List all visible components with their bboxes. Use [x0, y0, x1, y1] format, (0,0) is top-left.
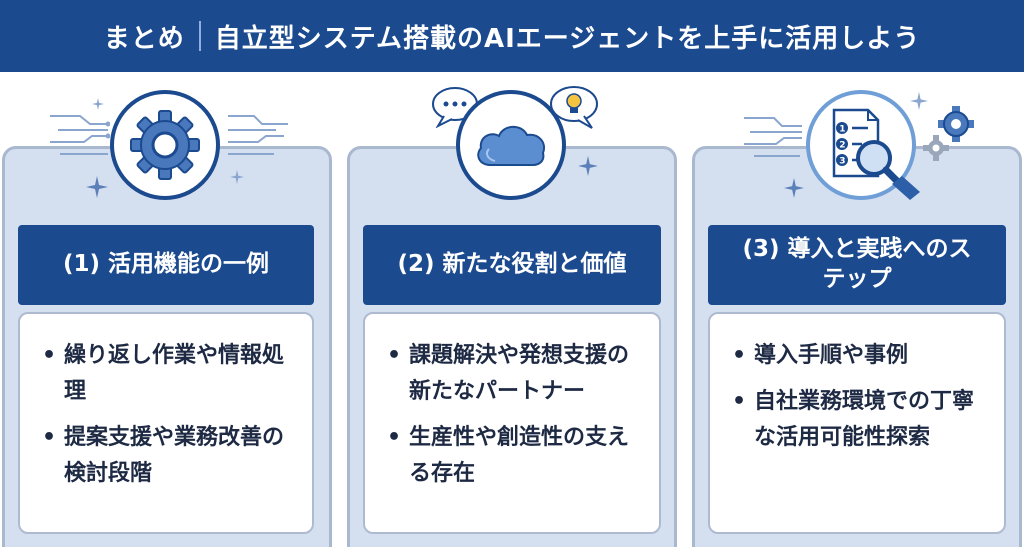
- svg-text:1: 1: [839, 125, 845, 135]
- gear-icon-circle: [110, 90, 220, 200]
- list-item: • 提案支援や業務改善の検討段階: [42, 420, 298, 492]
- bullet-icon: •: [42, 343, 57, 368]
- small-gears-icon: [923, 106, 974, 161]
- document-magnifier-icon: 1 2 3: [832, 108, 920, 200]
- cloud-icon-circle: [456, 90, 566, 200]
- sparkle-icon: [86, 176, 108, 198]
- gear-icon: [130, 110, 200, 180]
- bullet-icon: •: [732, 343, 747, 368]
- section-1-title: (1) 活用機能の一例: [18, 225, 314, 305]
- list-item-text: 繰り返し作業や情報処理: [64, 343, 285, 404]
- bullet-icon: •: [387, 425, 402, 450]
- sparkle-icon: [910, 92, 928, 110]
- bullet-icon: •: [42, 425, 57, 450]
- sparkle-icon: [784, 178, 804, 198]
- document-icon-circle: 1 2 3: [806, 90, 920, 200]
- sparkle-icon: [578, 156, 598, 176]
- list-item-text: 課題解決や発想支援の新たなパートナー: [409, 343, 630, 404]
- circuit-lines-right-icon: [228, 115, 288, 155]
- cloud-icon: [477, 125, 545, 166]
- title-right: 自立型システム搭載のAIエージェントを上手に活用しよう: [214, 23, 921, 54]
- title-divider: [198, 21, 201, 51]
- lightbulb-bubble-icon: [550, 86, 598, 129]
- list-item: • 課題解決や発想支援の新たなパートナー: [387, 338, 645, 410]
- title-banner: まとめ 自立型システム搭載のAIエージェントを上手に活用しよう: [0, 0, 1024, 72]
- svg-text:2: 2: [839, 141, 845, 151]
- list-item: • 導入手順や事例: [732, 338, 990, 374]
- section-2-title: (2) 新たな役割と価値: [363, 225, 661, 305]
- section-3-title: (3) 導入と実践へのステップ: [708, 225, 1006, 305]
- list-item-text: 導入手順や事例: [754, 343, 909, 368]
- sparkle-small-icon: [230, 170, 244, 184]
- section-2-card: • 課題解決や発想支援の新たなパートナー • 生産性や創造性の支える存在: [363, 312, 661, 534]
- section-1-card: • 繰り返し作業や情報処理 • 提案支援や業務改善の検討段階: [18, 312, 314, 534]
- section-3-card: • 導入手順や事例 • 自社業務環境での丁寧な活用可能性探索: [708, 312, 1006, 534]
- list-item-text: 自社業務環境での丁寧な活用可能性探索: [754, 389, 975, 450]
- list-item-text: 提案支援や業務改善の検討段階: [64, 425, 285, 486]
- svg-text:3: 3: [839, 157, 845, 167]
- bullet-icon: •: [387, 343, 402, 368]
- list-item-text: 生産性や創造性の支える存在: [409, 425, 630, 486]
- list-item: • 生産性や創造性の支える存在: [387, 420, 645, 492]
- sparkle-small-icon: [92, 98, 104, 110]
- circuit-lines-left-icon: [50, 115, 110, 155]
- list-item: • 自社業務環境での丁寧な活用可能性探索: [732, 384, 990, 456]
- bullet-icon: •: [732, 389, 747, 414]
- circuit-lines-left-icon: [744, 117, 802, 157]
- title-left: まとめ: [103, 23, 185, 54]
- list-item: • 繰り返し作業や情報処理: [42, 338, 298, 410]
